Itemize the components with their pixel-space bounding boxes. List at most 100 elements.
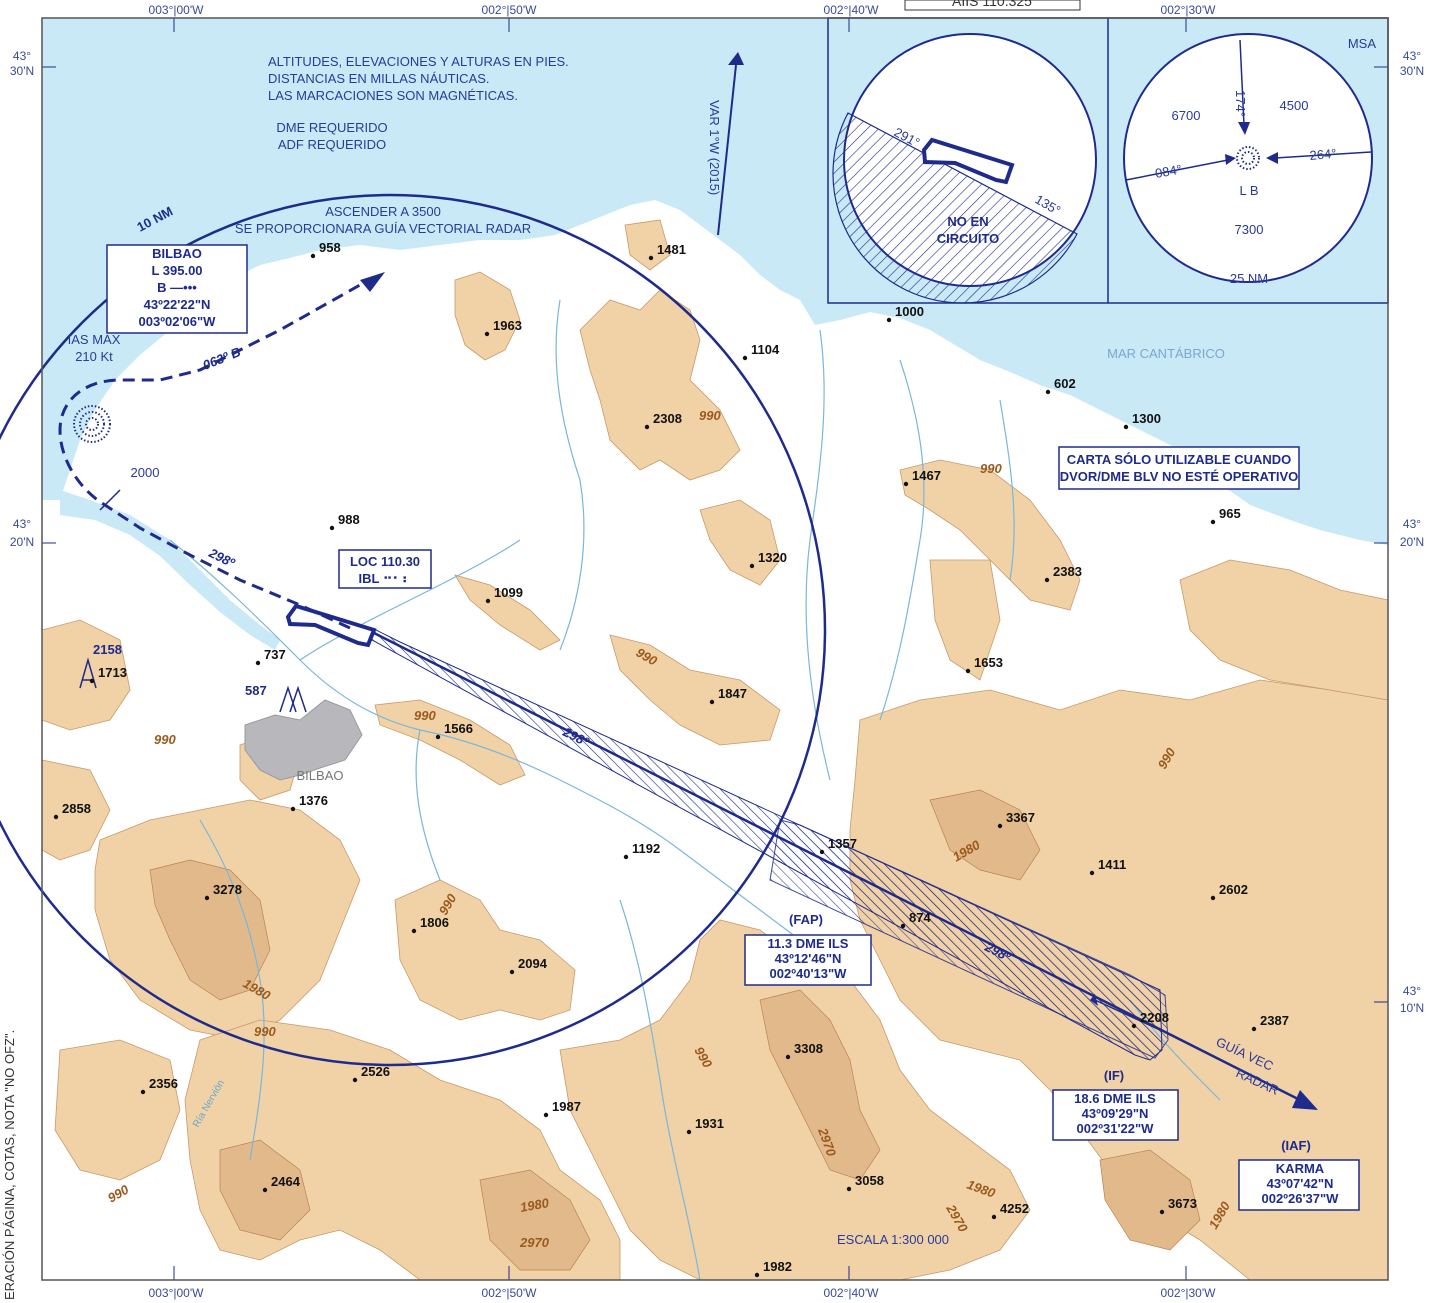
contour-label: 990 bbox=[154, 732, 176, 747]
svg-text:SE PROPORCIONARA GUÍA VECTORIA: SE PROPORCIONARA GUÍA VECTORIAL RADAR bbox=[235, 221, 531, 236]
spot-elevation-label: 1481 bbox=[657, 242, 686, 257]
spot-elevation-dot bbox=[1251, 1026, 1257, 1032]
iaf-info-box bbox=[1238, 1159, 1360, 1211]
iaf-name: KARMA bbox=[1276, 1161, 1325, 1176]
spot-elevation-label: 1000 bbox=[895, 304, 924, 319]
spot-elevation-dot bbox=[903, 481, 909, 487]
spot-elevation-dot bbox=[255, 660, 261, 666]
spot-elevation-dot bbox=[262, 1187, 268, 1193]
spot-elevation-dot bbox=[754, 1272, 760, 1278]
spot-elevation-dot bbox=[623, 854, 629, 860]
grid-right-3-deg: 43° bbox=[1403, 984, 1421, 998]
spot-elevation-label: 2094 bbox=[518, 956, 548, 971]
header-partial-title: AIIS 110.325 bbox=[952, 0, 1032, 9]
spot-elevation-dot bbox=[819, 849, 825, 855]
spot-elevation-dot bbox=[900, 923, 906, 929]
grid-right-3-min: 10'N bbox=[1400, 1001, 1424, 1015]
obstacle-label-587: 587 bbox=[245, 683, 267, 698]
spot-elevation-dot bbox=[846, 1186, 852, 1192]
warning-box bbox=[1058, 446, 1300, 490]
spot-elevation-label: 2356 bbox=[149, 1076, 178, 1091]
spot-elevation-dot bbox=[485, 598, 491, 604]
grid-top-2: 002°|50'W bbox=[482, 3, 538, 17]
spot-elevation-label: 2208 bbox=[1140, 1010, 1169, 1025]
no-circuit-label-1: NO EN bbox=[947, 214, 988, 229]
contour-label: 990 bbox=[980, 461, 1002, 476]
spot-elevation-dot bbox=[991, 1214, 997, 1220]
spot-elevation-dot bbox=[686, 1129, 692, 1135]
if-title: (IF) bbox=[1104, 1068, 1124, 1083]
estuary bbox=[60, 490, 280, 650]
svg-text:DME REQUERIDO: DME REQUERIDO bbox=[276, 120, 387, 135]
spot-elevation-label: 965 bbox=[1219, 506, 1241, 521]
spot-elevation-label: 3673 bbox=[1168, 1196, 1197, 1211]
spot-elevation-dot bbox=[1210, 519, 1216, 525]
alt-2000-label: 2000 bbox=[131, 465, 160, 480]
spot-elevation-label: 1653 bbox=[974, 655, 1003, 670]
spot-elevation-dot bbox=[1131, 1023, 1137, 1029]
spot-elevation-dot bbox=[648, 255, 654, 261]
msa-bearing-264: 264° bbox=[1309, 146, 1337, 163]
spot-elevation-dot bbox=[204, 895, 210, 901]
general-notes: ALTITUDES, ELEVACIONES Y ALTURAS EN PIES… bbox=[235, 54, 569, 236]
contour-label: 990 bbox=[699, 408, 721, 423]
spot-elevation-label: 737 bbox=[264, 647, 286, 662]
msa-bearing-084: 084° bbox=[1154, 162, 1183, 181]
spot-elevation-label: 3308 bbox=[794, 1041, 823, 1056]
spot-elevation-dot bbox=[1045, 389, 1051, 395]
spot-elevation-dot bbox=[1089, 870, 1095, 876]
ias-label-2: 210 Kt bbox=[75, 349, 113, 364]
spot-elevation-label: 3278 bbox=[213, 882, 242, 897]
spot-elevation-dot bbox=[644, 424, 650, 430]
spot-elevation-label: 1847 bbox=[718, 686, 747, 701]
loc-freq: LOC 110.30 bbox=[350, 554, 420, 569]
spot-elevation-dot bbox=[965, 668, 971, 674]
missed-approach-arrow bbox=[360, 272, 385, 292]
spot-elevation-dot bbox=[290, 806, 296, 812]
approach-track bbox=[371, 630, 1318, 1110]
spot-elevation-dot bbox=[310, 253, 316, 259]
spot-elevation-dot bbox=[89, 678, 95, 684]
spot-elevation-label: 2383 bbox=[1053, 564, 1082, 579]
grid-left-2-deg: 43° bbox=[13, 517, 31, 531]
bilbao-ndb-symbol bbox=[73, 405, 111, 443]
svg-text:ALTITUDES, ELEVACIONES Y ALTUR: ALTITUDES, ELEVACIONES Y ALTURAS EN PIES… bbox=[268, 54, 569, 69]
grid-top-4: 002°|30'W bbox=[1161, 3, 1217, 17]
header-box bbox=[904, 0, 1081, 11]
spot-elevation-dot bbox=[543, 1112, 549, 1118]
iaf-lon: 002º26'37"W bbox=[1262, 1191, 1340, 1206]
ten-nm-ring bbox=[0, 193, 827, 1067]
spot-elevation-dot bbox=[411, 928, 417, 934]
warning-line-1: CARTA SÓLO UTILIZABLE CUANDO bbox=[1067, 452, 1292, 467]
msa-sector-nw: 6700 bbox=[1172, 108, 1201, 123]
spot-elevation-label: 2308 bbox=[653, 411, 682, 426]
scale-label: ESCALA 1:300 000 bbox=[837, 1232, 949, 1247]
spot-elevation-label: 2387 bbox=[1260, 1013, 1289, 1028]
fap-info-box bbox=[744, 934, 872, 986]
ndb-marker-line bbox=[99, 489, 121, 511]
terrain-relief-high bbox=[149, 789, 1201, 1271]
spot-elevation-label: 958 bbox=[319, 240, 341, 255]
if-info-box bbox=[1052, 1089, 1179, 1141]
spot-elevation-dot bbox=[742, 355, 748, 361]
msa-sector-ne: 4500 bbox=[1280, 98, 1309, 113]
grid-top-1: 003°|00'W bbox=[149, 3, 205, 17]
spot-elevation-label: 1982 bbox=[763, 1259, 792, 1274]
grid-ticks bbox=[42, 18, 1388, 1280]
grid-top-3: 002°|40'W bbox=[824, 3, 880, 17]
spot-elevation-label: 1931 bbox=[695, 1116, 724, 1131]
spot-elevation-label: 1192 bbox=[632, 841, 660, 856]
spot-elevation-label: 1467 bbox=[912, 468, 941, 483]
svg-text:DISTANCIAS EN MILLAS NÁUTICAS.: DISTANCIAS EN MILLAS NÁUTICAS. bbox=[268, 71, 490, 86]
fap-lat: 43º12'46"N bbox=[775, 951, 842, 966]
grid-right-1-deg: 43° bbox=[1403, 49, 1421, 63]
ndb-lat: 43º22'22"N bbox=[144, 297, 211, 312]
approach-protection-area-wide bbox=[769, 819, 1169, 1059]
loc-ident: IBL ⠒⠂⠆ bbox=[359, 571, 412, 586]
spot-elevation-label: 874 bbox=[909, 910, 931, 925]
map-frame bbox=[41, 17, 1389, 1281]
spot-elevation-dot bbox=[484, 331, 490, 337]
svg-text:ADF REQUERIDO: ADF REQUERIDO bbox=[278, 137, 386, 152]
spot-elevation-dot bbox=[1044, 577, 1050, 583]
